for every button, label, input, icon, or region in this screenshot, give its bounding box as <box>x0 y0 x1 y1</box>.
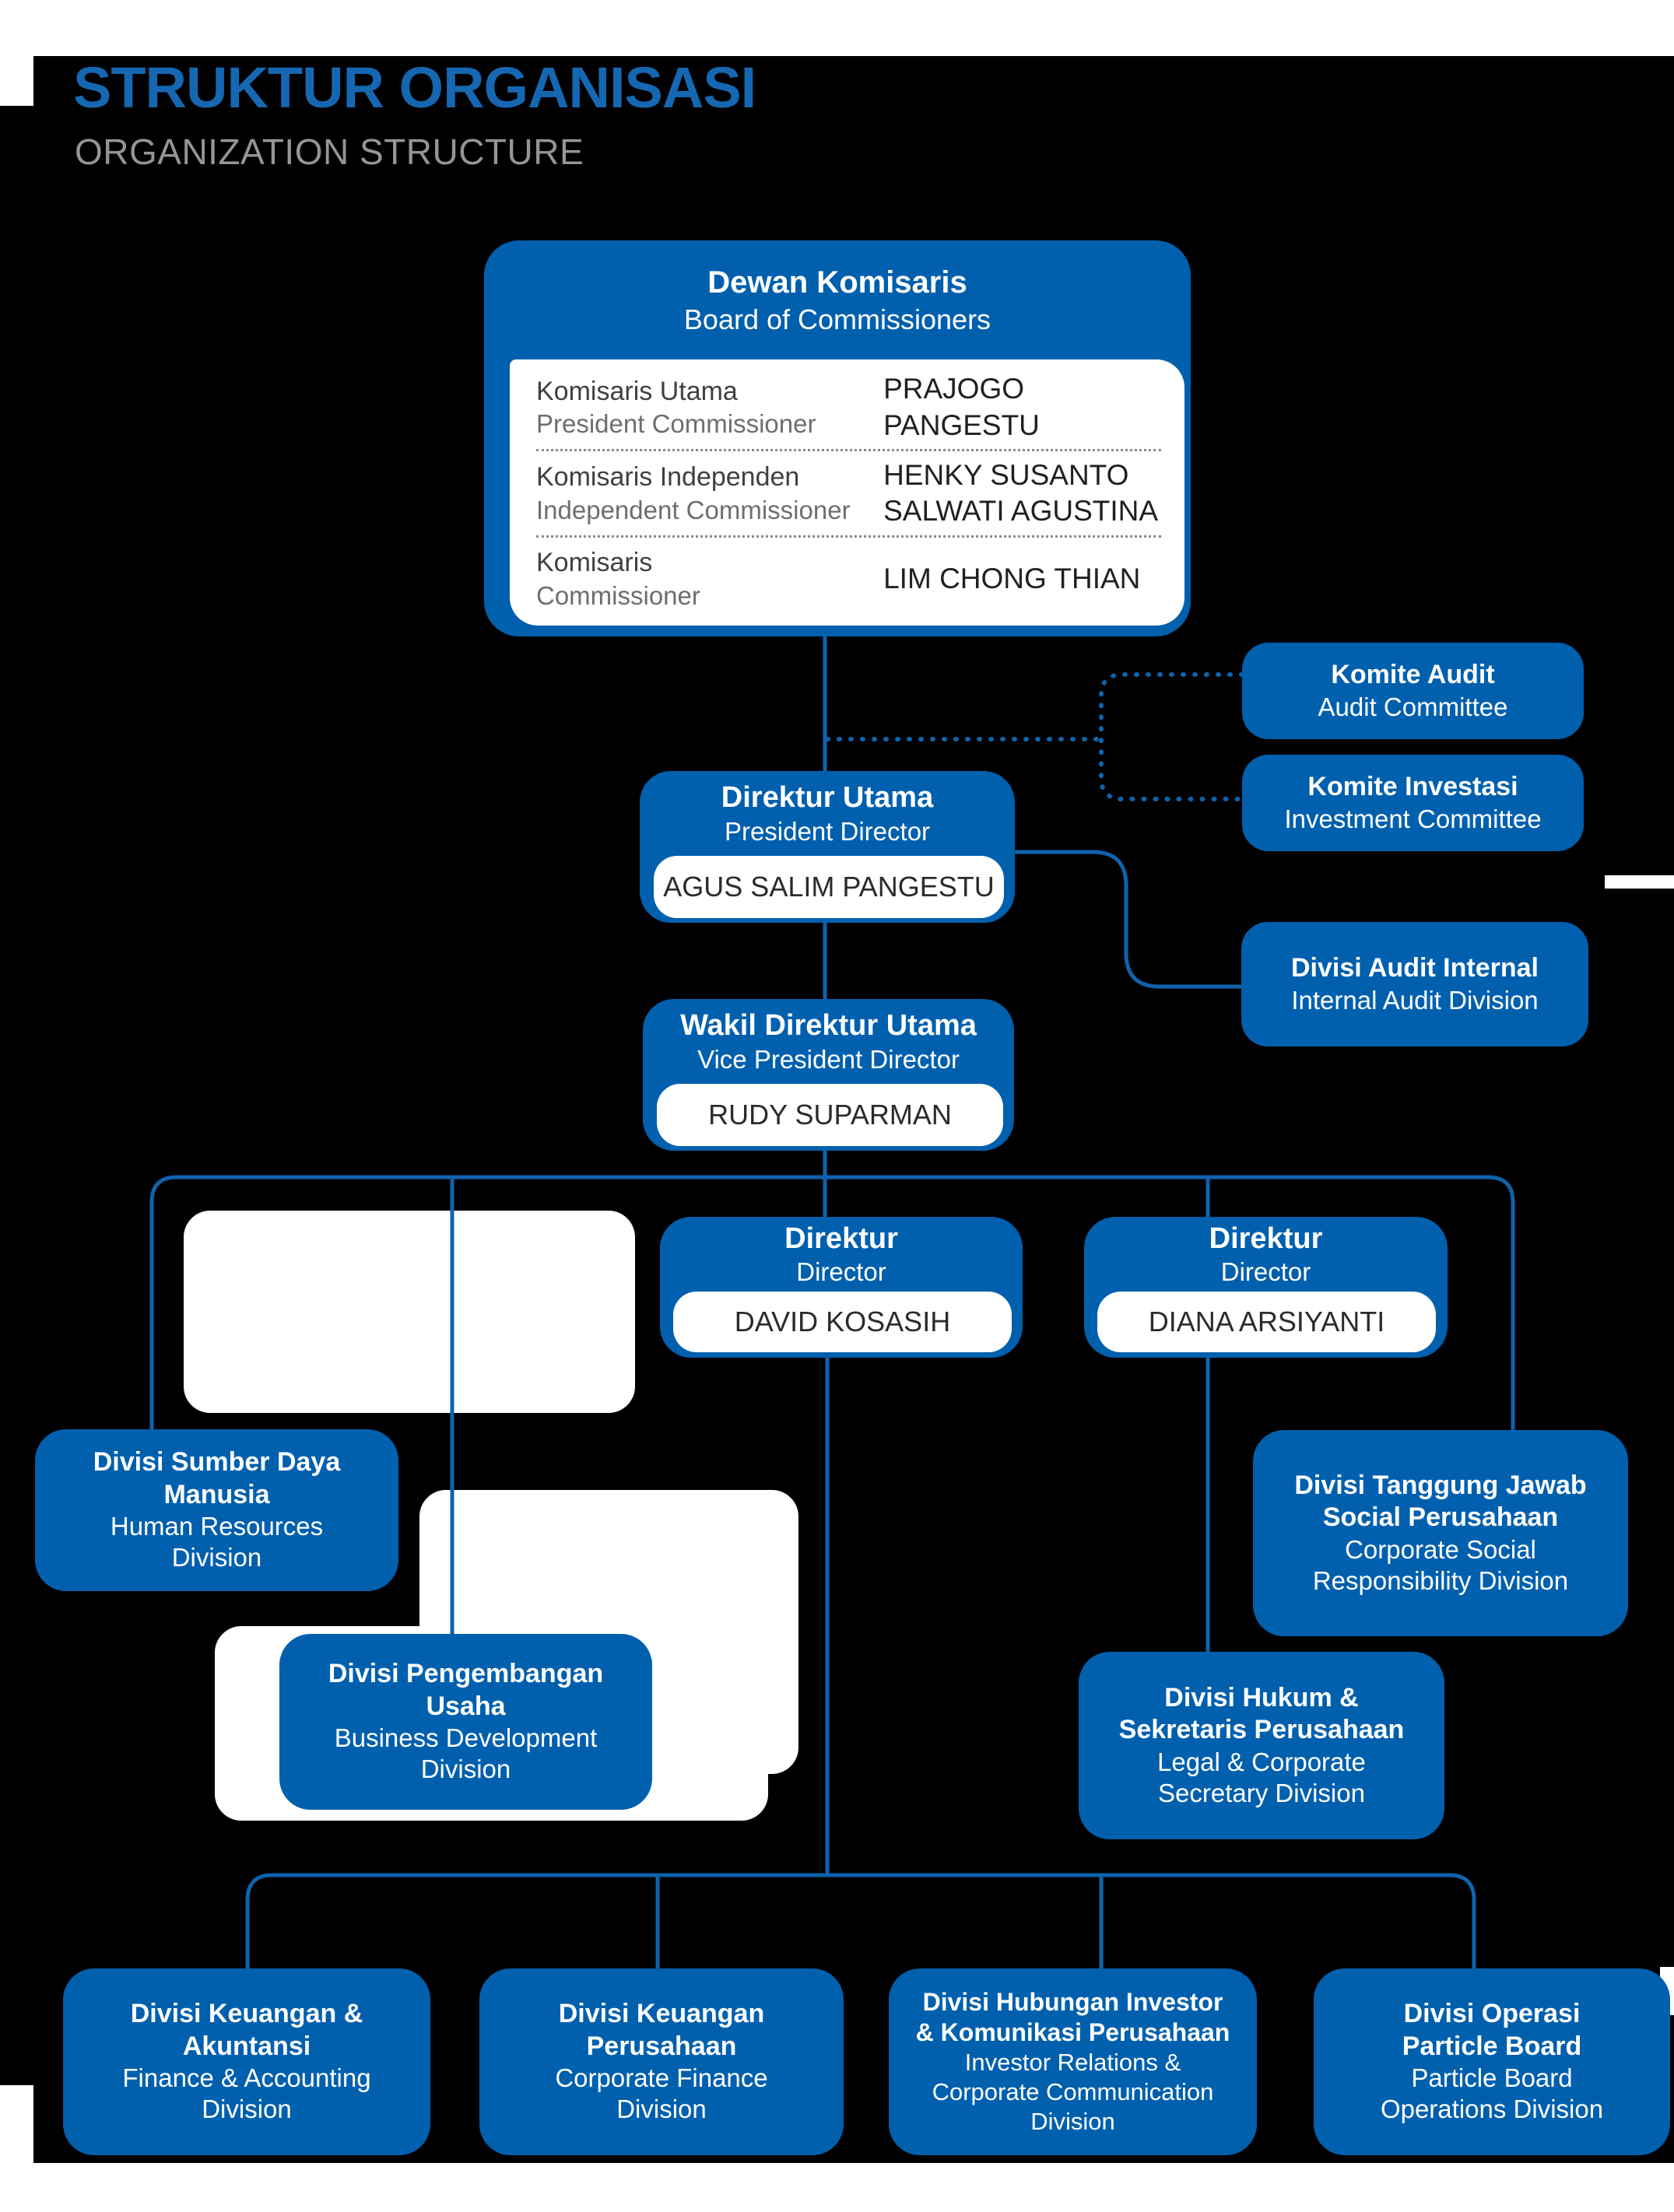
role-label-id: Komisaris Utama <box>536 376 738 406</box>
division-line: Perusahaan <box>586 2031 737 2061</box>
left-margin-chip-bottom <box>0 2085 33 2171</box>
node-title-en: Internal Audit Division <box>1291 985 1539 1015</box>
division-line: Division <box>171 1543 262 1572</box>
node-title-id: Divisi Audit Internal <box>1290 953 1539 983</box>
rail-bottom-row <box>245 1873 1476 1970</box>
node-investor-relations-division: Divisi Hubungan Investor & Komunikasi Pe… <box>889 1968 1257 2155</box>
division-line: Sekretaris Perusahaan <box>1118 1715 1405 1745</box>
board-row-commissioner: Komisaris Commissioner LIM CHONG THIAN <box>536 535 1161 621</box>
left-margin-chip-top <box>0 56 33 106</box>
division-line: Division <box>1030 2107 1115 2135</box>
role-label-id: Komisaris <box>536 548 653 578</box>
node-particle-board-operations-division: Divisi Operasi Particle Board Particle B… <box>1314 1968 1670 2155</box>
node-title-en: Director <box>796 1257 886 1287</box>
role-label-en: President Commissioner <box>536 409 816 439</box>
node-investment-committee: Komite Investasi Investment Committee <box>1242 755 1584 851</box>
division-line: Responsibility Division <box>1312 1565 1569 1595</box>
node-csr-division: Divisi Tanggung Jawab Social Perusahaan … <box>1253 1430 1628 1636</box>
division-line: Divisi Tanggung Jawab <box>1294 1470 1587 1500</box>
node-title-en: Director <box>1220 1257 1311 1287</box>
vice-president-director-name: RUDY SUPARMAN <box>657 1084 1003 1146</box>
division-line: Manusia <box>163 1479 270 1509</box>
node-corporate-finance-division: Divisi Keuangan Perusahaan Corporate Fin… <box>479 1968 844 2155</box>
division-line: Divisi Pengembangan <box>328 1659 604 1689</box>
division-line: Finance & Accounting <box>122 2063 371 2093</box>
top-margin-strip <box>0 0 1674 56</box>
division-line: Business Development <box>334 1723 598 1753</box>
board-row-president-commissioner: Komisaris Utama President Commissioner P… <box>536 366 1161 449</box>
node-title-en: Investment Committee <box>1284 804 1542 833</box>
division-line: Divisi Keuangan & <box>130 1999 363 2029</box>
division-line: Operations Division <box>1380 2095 1604 2124</box>
node-title-id: Wakil Direktur Utama <box>680 1009 977 1043</box>
node-title-id: Komite Investasi <box>1307 772 1518 802</box>
node-title-id: Komite Audit <box>1331 660 1495 690</box>
node-audit-committee: Komite Audit Audit Committee <box>1242 643 1584 739</box>
division-line: Corporate Finance <box>555 2063 768 2093</box>
dotted-bracket-committees <box>1099 672 1244 801</box>
board-row-independent-commissioner: Komisaris Independen Independent Commiss… <box>536 449 1161 535</box>
board-title-id: Dewan Komisaris <box>707 265 967 300</box>
division-line: Usaha <box>426 1691 506 1721</box>
rail-directors-row <box>149 1175 1515 1432</box>
node-title-id: Direktur <box>784 1222 898 1255</box>
division-line: Social Perusahaan <box>1322 1502 1559 1533</box>
division-line: Division <box>202 2095 292 2124</box>
director-2-name: DIANA ARSIYANTI <box>1097 1292 1436 1352</box>
division-line: Legal & Corporate <box>1157 1747 1366 1776</box>
page-subtitle: ORGANIZATION STRUCTURE <box>75 131 584 172</box>
line-president-to-audit-internal <box>1015 850 1241 989</box>
node-finance-accounting-division: Divisi Keuangan & Akuntansi Finance & Ac… <box>63 1968 430 2155</box>
division-line: Secretary Division <box>1158 1778 1365 1807</box>
commissioner-name: HENKY SUSANTO <box>883 458 1129 491</box>
division-line: Corporate Communication <box>932 2078 1214 2106</box>
division-line: Divisi Operasi <box>1403 1999 1581 2029</box>
director-1-name: DAVID KOSASIH <box>673 1292 1012 1352</box>
role-label-id: Komisaris Independen <box>536 462 800 493</box>
board-title-en: Board of Commissioners <box>683 303 991 335</box>
node-title-en: President Director <box>724 816 931 846</box>
division-line: Divisi Hukum & <box>1164 1682 1359 1712</box>
board-members-panel: Komisaris Utama President Commissioner P… <box>510 359 1184 626</box>
division-line: Divisi Sumber Daya <box>93 1447 341 1478</box>
division-line: Division <box>616 2095 707 2124</box>
bottom-margin-strip <box>0 2163 1674 2212</box>
division-line: Divisi Keuangan <box>558 1999 765 2029</box>
division-line: Human Resources <box>110 1512 324 1541</box>
node-business-development-division: Divisi Pengembangan Usaha Business Devel… <box>279 1634 652 1810</box>
commissioner-name: PRAJOGO PANGESTU <box>883 373 1040 441</box>
division-line: Particle Board <box>1411 2063 1573 2093</box>
commissioner-name: LIM CHONG THIAN <box>883 563 1141 595</box>
role-label-en: Commissioner <box>536 580 700 610</box>
redacted-box-directors-row <box>184 1211 635 1413</box>
division-line: Divisi Hubungan Investor <box>922 1988 1223 2017</box>
division-line: Particle Board <box>1402 2031 1582 2061</box>
node-human-resources-division: Divisi Sumber Daya Manusia Human Resourc… <box>35 1429 398 1591</box>
node-legal-corporate-secretary-division: Divisi Hukum & Sekretaris Perusahaan Leg… <box>1079 1652 1444 1839</box>
division-line: Division <box>420 1755 511 1784</box>
division-line: Investor Relations & <box>964 2049 1181 2077</box>
redaction-chip-right-1 <box>1605 875 1674 889</box>
commissioner-name: SALWATI AGUSTINA <box>883 494 1159 527</box>
president-director-name: AGUS SALIM PANGESTU <box>654 856 1004 918</box>
node-title-en: Audit Committee <box>1318 692 1508 721</box>
role-label-en: Independent Commissioner <box>536 495 851 524</box>
node-internal-audit-division: Divisi Audit Internal Internal Audit Div… <box>1241 922 1588 1046</box>
node-board-of-commissioners: Dewan Komisaris Board of Commissioners K… <box>484 240 1191 636</box>
division-line: & Komunikasi Perusahaan <box>915 2018 1230 2047</box>
node-title-en: Vice President Director <box>697 1044 960 1074</box>
node-title-id: Direktur Utama <box>721 781 934 815</box>
page-title: STRUKTUR ORGANISASI <box>73 55 756 120</box>
division-line: Corporate Social <box>1345 1534 1536 1564</box>
node-title-id: Direktur <box>1209 1222 1323 1255</box>
division-line: Akuntansi <box>182 2031 311 2061</box>
